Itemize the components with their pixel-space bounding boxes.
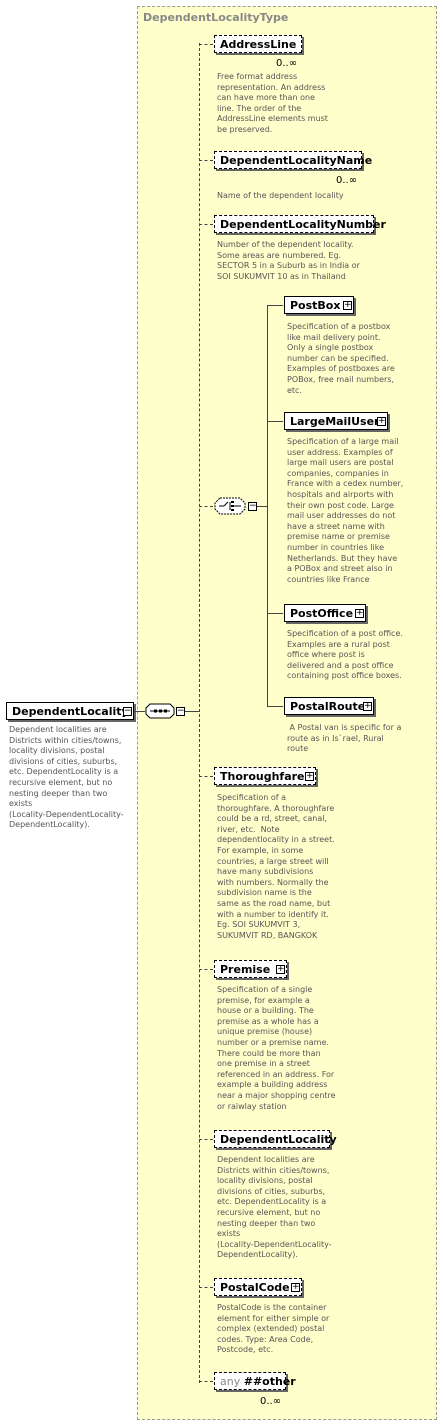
expand-plus-icon[interactable]: + <box>355 608 364 618</box>
expand-plus-icon[interactable]: + <box>377 416 386 426</box>
element-any-other-label: ##other <box>243 1375 296 1388</box>
root-element-label: DependentLocality <box>12 705 129 718</box>
element-postal-route[interactable]: PostalRoute + <box>284 697 374 715</box>
expand-plus-icon[interactable]: + <box>305 771 314 781</box>
branch-line <box>199 224 213 225</box>
choice-compositor-icon[interactable] <box>214 497 246 515</box>
element-any-other[interactable]: any ##other <box>214 1372 296 1390</box>
root-element-doc: Dependent localities are Districts withi… <box>9 725 124 830</box>
type-label: DependentLocalityType <box>143 11 289 24</box>
element-large-mail-user-label: LargeMailUser <box>290 415 380 428</box>
multiplicity-label: 0..∞ <box>260 1396 282 1407</box>
branch-line <box>199 506 213 507</box>
element-premise[interactable]: Premise + <box>214 960 287 978</box>
branch-line <box>267 305 283 306</box>
element-dependent-locality-number-label: DependentLocalityNumber <box>220 218 386 231</box>
element-postal-route-label: PostalRoute <box>290 700 366 713</box>
element-postal-code-label: PostalCode <box>220 1281 290 1294</box>
expand-plus-icon[interactable]: + <box>291 1282 300 1292</box>
connector-line <box>134 711 145 712</box>
element-dependent-locality-name[interactable]: DependentLocalityName <box>214 151 372 169</box>
sequence-trunk-line <box>199 43 200 1383</box>
element-large-mail-user[interactable]: LargeMailUser + <box>284 412 388 430</box>
branch-line <box>267 421 283 422</box>
connector-line <box>257 506 267 507</box>
element-dependent-locality-name-doc: Name of the dependent locality <box>217 191 344 200</box>
element-post-box-label: PostBox <box>290 299 341 312</box>
collapse-minus-icon[interactable]: − <box>248 501 257 511</box>
element-large-mail-user-doc: Specification of a large mail user addre… <box>287 437 404 584</box>
branch-line <box>199 160 213 161</box>
expand-plus-icon[interactable]: + <box>343 300 352 310</box>
element-dependent-locality-number[interactable]: DependentLocalityNumber <box>214 215 386 233</box>
element-dependent-locality-label: DependentLocality <box>220 1133 337 1146</box>
element-post-box-doc: Specification of a postbox like mail del… <box>287 322 395 395</box>
element-dependent-locality-number-doc: Number of the dependent locality. Some a… <box>217 240 360 281</box>
expand-plus-icon[interactable]: + <box>276 964 285 974</box>
element-postal-route-doc: A Postal van is specific for a route as … <box>287 723 402 754</box>
collapse-minus-icon[interactable]: − <box>176 706 185 716</box>
element-post-office-doc: Specification of a post office. Examples… <box>287 629 403 681</box>
multiplicity-label: 0..∞ <box>276 58 298 69</box>
branch-line <box>199 969 213 970</box>
element-post-office-label: PostOffice <box>290 607 354 620</box>
collapse-minus-icon[interactable]: − <box>123 706 132 716</box>
element-postal-code-doc: PostalCode is the container element for … <box>217 1303 330 1355</box>
branch-line <box>199 1139 213 1140</box>
element-address-line-doc: Free format address representation. An a… <box>217 72 328 134</box>
branch-line <box>267 613 283 614</box>
multiplicity-label: 0..∞ <box>336 175 358 186</box>
element-post-office[interactable]: PostOffice + <box>284 604 366 622</box>
element-address-line[interactable]: AddressLine <box>214 35 302 53</box>
branch-line <box>199 44 213 45</box>
expand-plus-icon[interactable]: + <box>363 701 372 711</box>
sequence-compositor-icon[interactable] <box>145 703 175 719</box>
element-thoroughfare-doc: Specification of a thoroughfare. A thoro… <box>217 793 335 940</box>
choice-trunk-line <box>267 305 268 706</box>
element-dependent-locality[interactable]: DependentLocality <box>214 1130 337 1148</box>
element-thoroughfare[interactable]: Thoroughfare + <box>214 767 316 785</box>
connector-line <box>185 711 199 712</box>
element-dependent-locality-doc: Dependent localities are Districts withi… <box>217 1155 332 1260</box>
element-thoroughfare-label: Thoroughfare <box>220 770 305 783</box>
branch-line <box>199 776 213 777</box>
element-dependent-locality-name-label: DependentLocalityName <box>220 154 373 167</box>
branch-line <box>199 1287 213 1288</box>
branch-line <box>267 706 283 707</box>
root-element-dependent-locality[interactable]: DependentLocality − <box>6 702 134 720</box>
element-premise-label: Premise <box>220 963 271 976</box>
element-postal-code[interactable]: PostalCode + <box>214 1278 302 1296</box>
any-prefix: any <box>220 1375 241 1388</box>
branch-line <box>199 1381 213 1382</box>
element-post-box[interactable]: PostBox + <box>284 296 354 314</box>
element-address-line-label: AddressLine <box>220 38 297 51</box>
element-premise-doc: Specification of a single premise, for e… <box>217 985 336 1111</box>
